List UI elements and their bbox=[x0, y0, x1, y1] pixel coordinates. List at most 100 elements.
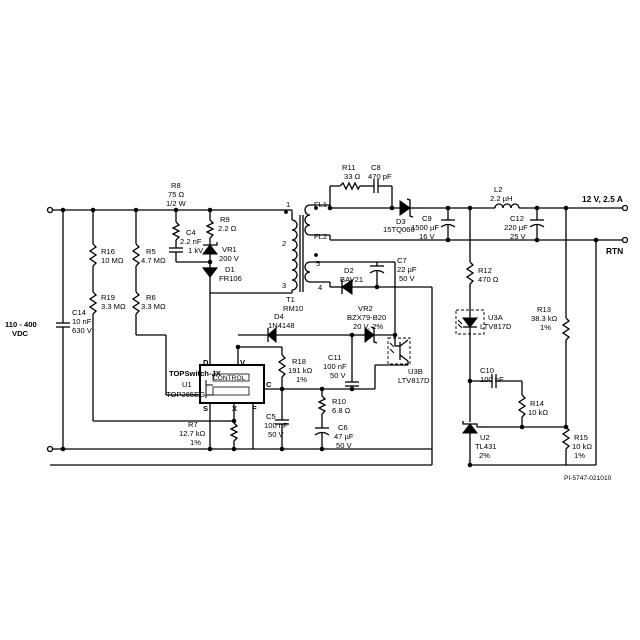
svg-text:D3: D3 bbox=[396, 217, 406, 226]
svg-text:D1: D1 bbox=[225, 265, 235, 274]
svg-text:C11: C11 bbox=[328, 353, 341, 362]
svg-text:C5: C5 bbox=[266, 412, 276, 421]
svg-text:D4: D4 bbox=[274, 312, 284, 321]
svg-text:R7: R7 bbox=[188, 420, 198, 429]
svg-text:50 V: 50 V bbox=[399, 274, 416, 283]
output-secondary-wiring bbox=[310, 204, 625, 241]
svg-text:D: D bbox=[203, 358, 209, 367]
bias-r10-c6: R10 6.8 Ω C6 47 µF 50 V bbox=[314, 386, 354, 452]
resistor-r5-r6: R5 4.7 MΩ R6 3.3 MΩ bbox=[131, 207, 200, 396]
svg-text:470 pF: 470 pF bbox=[368, 172, 392, 181]
svg-text:1%: 1% bbox=[190, 438, 201, 447]
svg-text:2.2 Ω: 2.2 Ω bbox=[218, 224, 237, 233]
primary-return-wiring bbox=[50, 286, 433, 466]
resistor-r7: R7 12.7 kΩ 1% bbox=[179, 418, 239, 452]
svg-text:R13: R13 bbox=[537, 305, 551, 314]
bias-d4-vr2: D4 1N4148 VR2 BZX79-B20 20 V, 2% bbox=[238, 304, 398, 344]
svg-text:TL431: TL431 bbox=[475, 442, 497, 451]
svg-text:S: S bbox=[203, 404, 208, 413]
svg-text:R12: R12 bbox=[478, 266, 492, 275]
svg-text:100 nF: 100 nF bbox=[480, 375, 504, 384]
svg-text:1%: 1% bbox=[540, 323, 551, 332]
svg-text:12 V, 2.5 A: 12 V, 2.5 A bbox=[582, 194, 623, 204]
svg-text:3.3 MΩ: 3.3 MΩ bbox=[141, 302, 166, 311]
svg-text:TOPSwitch-JX: TOPSwitch-JX bbox=[169, 369, 221, 378]
svg-text:C9: C9 bbox=[422, 214, 432, 223]
svg-text:10 kΩ: 10 kΩ bbox=[528, 408, 548, 417]
svg-text:1%: 1% bbox=[574, 451, 585, 460]
svg-text:110 - 400: 110 - 400 bbox=[5, 320, 37, 329]
svg-text:R18: R18 bbox=[292, 357, 306, 366]
svg-text:F: F bbox=[252, 404, 257, 413]
svg-text:R15: R15 bbox=[574, 433, 588, 442]
svg-text:VR2: VR2 bbox=[358, 304, 373, 313]
svg-text:1: 1 bbox=[286, 200, 290, 209]
svg-text:25 V: 25 V bbox=[510, 232, 527, 241]
svg-text:4: 4 bbox=[318, 283, 322, 292]
svg-text:FL2: FL2 bbox=[314, 232, 327, 241]
svg-text:3: 3 bbox=[282, 281, 286, 290]
svg-text:U2: U2 bbox=[480, 433, 490, 442]
svg-text:100 nF: 100 nF bbox=[264, 421, 288, 430]
svg-text:U3B: U3B bbox=[408, 367, 423, 376]
svg-text:LTV817D: LTV817D bbox=[398, 376, 430, 385]
bias-d2-c7: D2 BAV21 C7 22 µF 50 V bbox=[310, 256, 417, 347]
svg-text:U1: U1 bbox=[182, 380, 192, 389]
svg-text:FR106: FR106 bbox=[219, 274, 242, 283]
svg-text:2: 2 bbox=[282, 239, 286, 248]
svg-text:R8: R8 bbox=[171, 181, 181, 190]
svg-text:50 V: 50 V bbox=[336, 441, 353, 450]
svg-text:TOP265EG: TOP265EG bbox=[166, 390, 205, 399]
svg-text:R11: R11 bbox=[342, 163, 355, 172]
svg-text:75 Ω: 75 Ω bbox=[168, 190, 185, 199]
svg-text:U3A: U3A bbox=[488, 313, 504, 322]
svg-text:R16: R16 bbox=[101, 247, 115, 256]
svg-text:C12: C12 bbox=[510, 214, 524, 223]
svg-text:R19: R19 bbox=[101, 293, 115, 302]
svg-text:12.7 kΩ: 12.7 kΩ bbox=[179, 429, 206, 438]
svg-text:1500 µF: 1500 µF bbox=[411, 223, 439, 232]
svg-text:47 µF: 47 µF bbox=[334, 432, 354, 441]
diode-d3: D3 15TQ060 bbox=[383, 198, 422, 234]
capacitor-c11: C11 100 nF 50 V bbox=[323, 335, 359, 392]
svg-text:C14: C14 bbox=[72, 308, 86, 317]
svg-text:LTV817D: LTV817D bbox=[480, 322, 512, 331]
svg-text:C7: C7 bbox=[397, 256, 407, 265]
svg-text:20 V, 2%: 20 V, 2% bbox=[353, 322, 383, 331]
svg-text:C6: C6 bbox=[338, 423, 348, 432]
feedback-r12-u3a: R12 470 Ω U3A LTV817D bbox=[455, 261, 512, 381]
svg-text:BAV21: BAV21 bbox=[340, 275, 363, 284]
resistor-r16-r19: R16 10 MΩ R19 3.3 MΩ bbox=[88, 207, 222, 422]
svg-text:10 MΩ: 10 MΩ bbox=[101, 256, 124, 265]
input-rails bbox=[50, 209, 292, 450]
svg-text:10 nF: 10 nF bbox=[72, 317, 92, 326]
resistor-r18: R18 191 kΩ 1% bbox=[277, 347, 313, 392]
svg-text:1/2 W: 1/2 W bbox=[166, 199, 187, 208]
svg-text:38.3 kΩ: 38.3 kΩ bbox=[531, 314, 558, 323]
svg-text:BZX79-B20: BZX79-B20 bbox=[347, 313, 386, 322]
svg-text:VDC: VDC bbox=[12, 329, 29, 338]
svg-text:4.7 MΩ: 4.7 MΩ bbox=[141, 256, 166, 265]
svg-text:3.3 MΩ: 3.3 MΩ bbox=[101, 302, 126, 311]
svg-text:CONTROL: CONTROL bbox=[213, 375, 246, 382]
svg-text:100 nF: 100 nF bbox=[323, 362, 347, 371]
svg-text:16 V: 16 V bbox=[419, 232, 436, 241]
optocoupler-u3b: U3B LTV817D bbox=[282, 337, 430, 390]
controller-ic-u1: CONTROL TOPSwitch-JX U1 TOP265EG D V C S… bbox=[166, 344, 282, 449]
svg-text:C4: C4 bbox=[186, 228, 196, 237]
svg-text:220 µF: 220 µF bbox=[504, 223, 528, 232]
snubber-r11-c8: R11 33 Ω C8 470 pF bbox=[327, 163, 395, 211]
svg-text:630 V: 630 V bbox=[72, 326, 93, 335]
svg-text:L2: L2 bbox=[494, 185, 502, 194]
svg-text:VR1: VR1 bbox=[222, 245, 237, 254]
input-terminal-negative bbox=[46, 445, 54, 453]
svg-text:R10: R10 bbox=[332, 397, 346, 406]
svg-text:RTN: RTN bbox=[606, 246, 623, 256]
capacitor-c9: C9 1500 µF 16 V bbox=[411, 205, 456, 243]
capacitor-c14: C14 10 nF 630 V bbox=[56, 207, 93, 452]
output-terminals: 12 V, 2.5 A RTN bbox=[563, 194, 629, 256]
capacitor-c5: C5 100 nF 50 V bbox=[264, 389, 289, 452]
svg-text:2.2 nF: 2.2 nF bbox=[180, 237, 202, 246]
input-voltage-label: 110 - 400 VDC bbox=[5, 320, 37, 338]
